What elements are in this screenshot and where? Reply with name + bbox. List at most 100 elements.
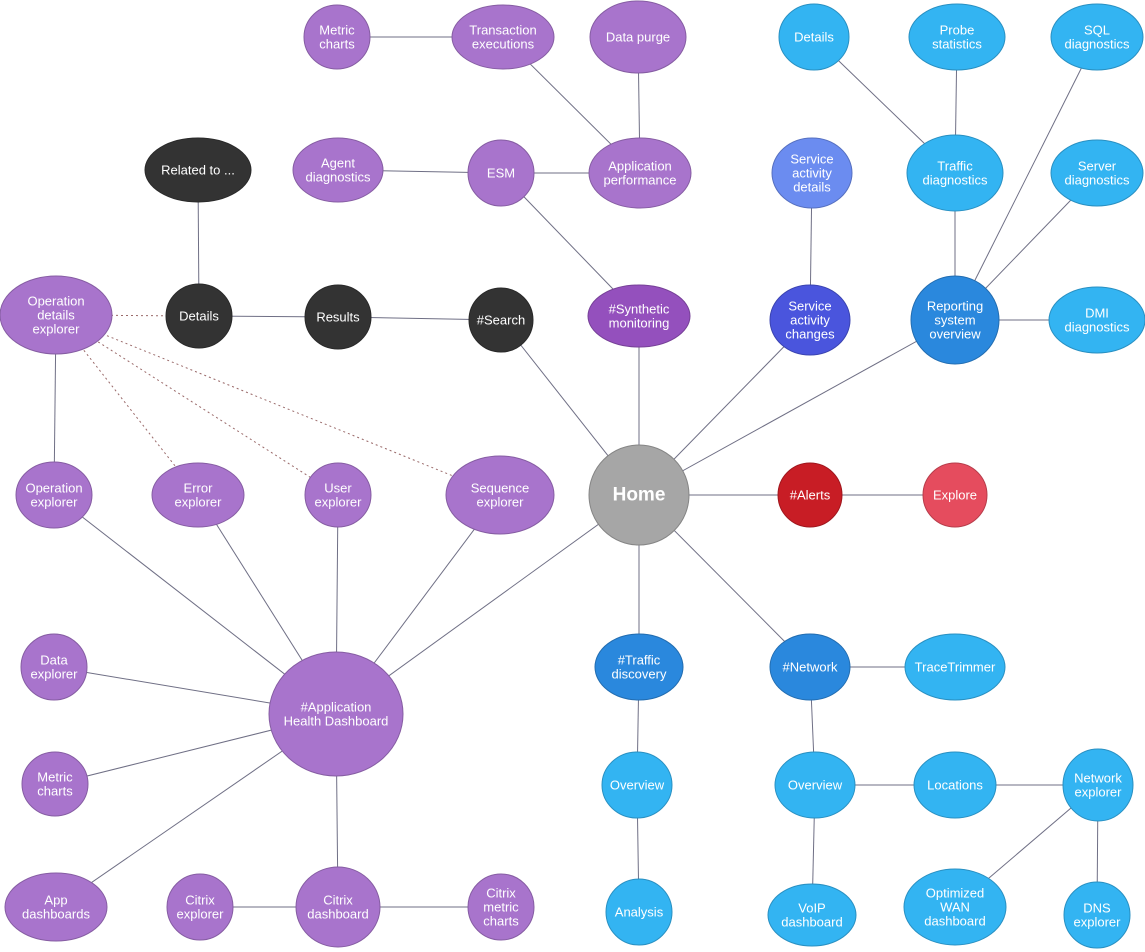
- node-label-line: dashboard: [307, 907, 368, 922]
- node-results[interactable]: Results: [304, 284, 372, 350]
- node-label-line: executions: [472, 37, 535, 52]
- node-related-to[interactable]: Related to ...: [144, 137, 252, 203]
- node-analysis[interactable]: Analysis: [605, 878, 673, 946]
- node-label-line: Service: [790, 152, 833, 167]
- node-label-line: #Synthetic: [609, 302, 670, 317]
- node-label-line: discovery: [612, 667, 667, 682]
- node-label-line: Explore: [933, 488, 977, 503]
- node-label-line: Agent: [321, 156, 355, 171]
- node-shape-traffic-diagnostics: [906, 134, 1004, 212]
- node-label-line: VoIP: [798, 901, 825, 916]
- node-shape-tracetrimmer: [904, 633, 1006, 701]
- node-alerts[interactable]: #Alerts: [777, 462, 843, 528]
- node-label-line: diagnostics: [305, 170, 371, 185]
- node-label-line: explorer: [477, 495, 525, 510]
- node-label-line: Sequence: [471, 481, 530, 496]
- node-label-line: diagnostics: [922, 173, 988, 188]
- edge-reporting-system-overview-to-home: [638, 319, 956, 496]
- node-overview-traffic[interactable]: Overview: [601, 751, 673, 819]
- node-details-dark[interactable]: Details: [165, 283, 233, 349]
- node-overview-network[interactable]: Overview: [774, 751, 856, 819]
- node-locations[interactable]: Locations: [913, 751, 997, 819]
- node-label-line: Reporting: [927, 299, 983, 314]
- node-data-purge[interactable]: Data purge: [589, 0, 687, 74]
- node-label-line: Operation: [27, 294, 84, 309]
- node-label-line: details: [37, 308, 75, 323]
- node-label-line: TraceTrimmer: [915, 660, 996, 675]
- node-label-line: ESM: [487, 166, 515, 181]
- node-shape-sql-diagnostics: [1050, 3, 1144, 71]
- node-label-line: explorer: [177, 907, 225, 922]
- node-label-line: Overview: [610, 778, 665, 793]
- node-shape-analysis: [605, 878, 673, 946]
- node-label-line: Home: [613, 485, 666, 506]
- node-label-line: metric: [483, 900, 519, 915]
- node-shape-reporting-system-overview: [910, 275, 1000, 365]
- node-label-line: explorer: [31, 667, 79, 682]
- node-shape-details-blue: [778, 3, 850, 71]
- node-label-line: activity: [792, 166, 832, 181]
- node-tracetrimmer[interactable]: TraceTrimmer: [904, 633, 1006, 701]
- node-home[interactable]: Home: [588, 444, 690, 546]
- node-label-line: performance: [604, 173, 677, 188]
- node-shape-search: [468, 287, 534, 353]
- node-details-blue[interactable]: Details: [778, 3, 850, 71]
- node-shape-agent-diagnostics: [292, 137, 384, 203]
- node-shape-operation-explorer: [15, 461, 93, 529]
- node-shape-citrix-explorer: [166, 873, 234, 941]
- node-shape-app-dashboards: [4, 872, 108, 942]
- node-network[interactable]: #Network: [769, 633, 851, 701]
- node-label-line: dashboard: [924, 914, 985, 929]
- node-label-analysis: Analysis: [615, 905, 664, 920]
- node-label-line: Health Dashboard: [284, 714, 389, 729]
- node-shape-application-health-dashboard: [268, 651, 404, 777]
- node-shape-service-activity-details: [771, 137, 853, 209]
- node-label-line: Application: [608, 159, 672, 174]
- node-search[interactable]: #Search: [468, 287, 534, 353]
- node-shape-traffic-discovery: [594, 633, 684, 701]
- node-shape-dmi-diagnostics: [1048, 286, 1145, 354]
- node-label-line: statistics: [932, 37, 982, 52]
- node-shape-related-to: [144, 137, 252, 203]
- node-label-line: Related to ...: [161, 163, 235, 178]
- node-label-results: Results: [316, 310, 360, 325]
- node-explore[interactable]: Explore: [922, 462, 988, 528]
- node-shape-citrix-metric-charts: [467, 873, 535, 941]
- node-esm[interactable]: ESM: [467, 139, 535, 207]
